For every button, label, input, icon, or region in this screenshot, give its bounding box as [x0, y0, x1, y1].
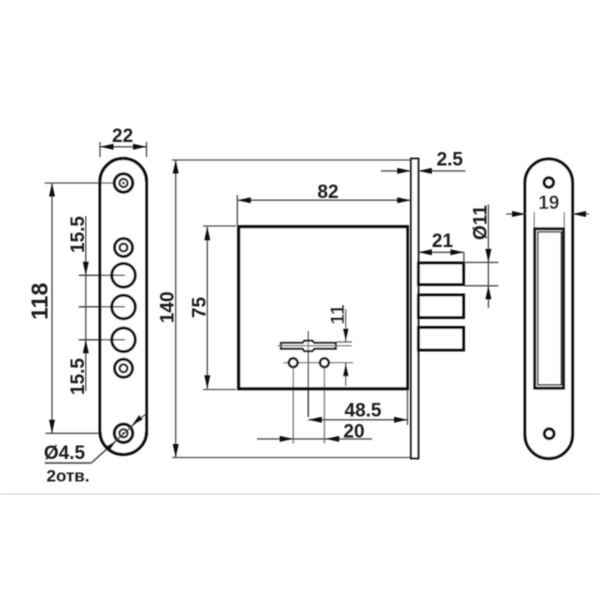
- svg-text:22: 22: [112, 126, 133, 147]
- svg-text:48.5: 48.5: [345, 401, 382, 422]
- svg-text:82: 82: [317, 182, 338, 203]
- svg-text:75: 75: [189, 297, 210, 319]
- svg-text:15.5: 15.5: [68, 216, 89, 253]
- svg-text:140: 140: [158, 291, 179, 323]
- svg-text:Ø4.5: Ø4.5: [44, 443, 86, 464]
- svg-text:11: 11: [328, 304, 349, 325]
- svg-text:2.5: 2.5: [437, 150, 464, 171]
- svg-text:118: 118: [27, 283, 53, 320]
- svg-text:15.5: 15.5: [68, 358, 89, 395]
- svg-text:21: 21: [432, 231, 454, 252]
- svg-text:20: 20: [343, 422, 364, 443]
- svg-text:19: 19: [538, 193, 559, 214]
- svg-text:2отв.: 2отв.: [47, 467, 90, 486]
- svg-text:Ø11: Ø11: [470, 205, 491, 240]
